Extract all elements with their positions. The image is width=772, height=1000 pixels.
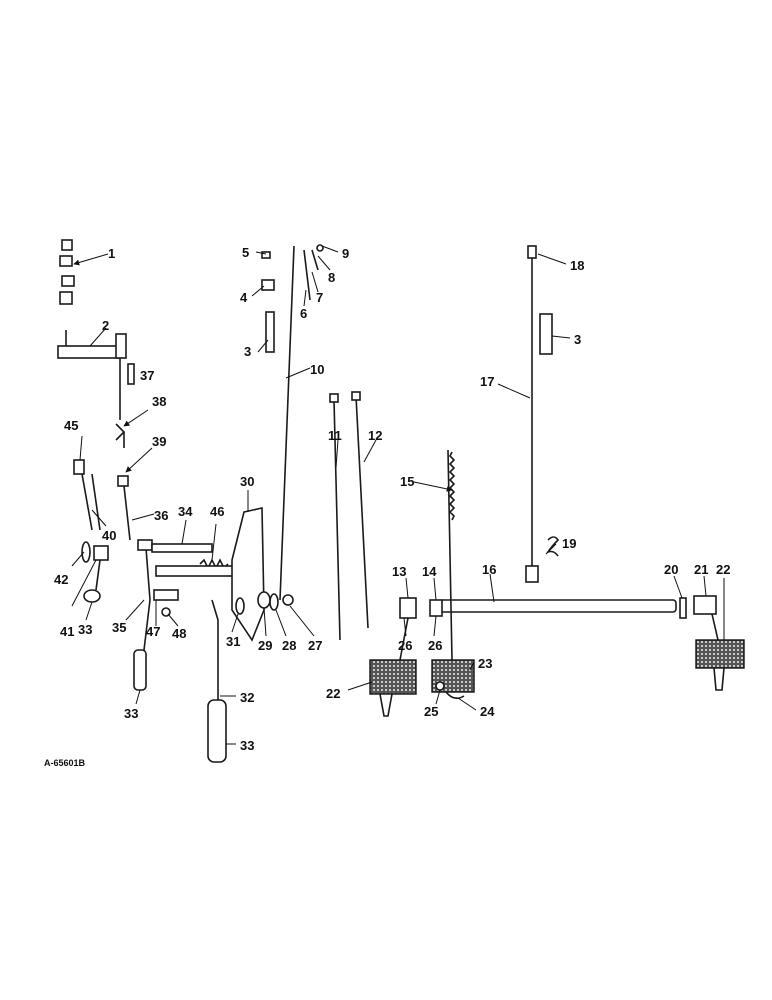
- part-12-rod: [351, 391, 369, 629]
- part-3-bracket-right: [539, 313, 553, 355]
- part-41-bracket: [93, 545, 109, 591]
- part-47-bar: [153, 565, 241, 601]
- callout-24: 24: [480, 704, 495, 719]
- callout-33-left: 33: [124, 706, 138, 721]
- part-20-key: [679, 597, 687, 619]
- part-6-7-8-9-fasteners: [303, 244, 324, 301]
- part-30-plate: [231, 507, 265, 642]
- callout-26-right: 26: [428, 638, 442, 653]
- part-11-rod: [329, 393, 341, 641]
- part-16-shaft: [439, 599, 677, 613]
- callout-4: 4: [240, 290, 248, 305]
- callout-20: 20: [664, 562, 678, 577]
- callout-33-center: 33: [240, 738, 254, 753]
- part-29-28-spring-pack: [257, 591, 279, 611]
- callout-28: 28: [282, 638, 296, 653]
- part-27-snap-ring: [282, 594, 294, 606]
- callout-22-left: 22: [326, 686, 340, 701]
- part-21-arm: [693, 595, 719, 641]
- part-15-spring: [448, 451, 456, 521]
- part-39-nut: [117, 475, 129, 487]
- part-34-rod: [151, 543, 213, 553]
- part-36-rod: [123, 485, 131, 541]
- callout-34: 34: [178, 504, 193, 519]
- callout-21: 21: [694, 562, 708, 577]
- part-32-lever: [211, 599, 219, 700]
- part-33-grip-small: [83, 589, 101, 603]
- part-40-link: [81, 473, 101, 531]
- callout-23: 23: [478, 656, 492, 671]
- part-17-rod: [525, 258, 539, 583]
- callout-40: 40: [102, 528, 116, 543]
- callout-45: 45: [64, 418, 78, 433]
- callout-46: 46: [210, 504, 224, 519]
- part-33-grip-center: [207, 699, 227, 763]
- leader-lines: [71, 245, 725, 745]
- callout-8: 8: [328, 270, 335, 285]
- callout-18: 18: [570, 258, 584, 273]
- callout-3-right: 3: [574, 332, 581, 347]
- callout-10: 10: [310, 362, 324, 377]
- callout-41: 41: [60, 624, 74, 639]
- part-3-bracket-center: [265, 311, 275, 353]
- callout-19: 19: [562, 536, 576, 551]
- callout-15: 15: [400, 474, 414, 489]
- callout-13: 13: [392, 564, 406, 579]
- callout-labels: 1 2 3 3 4 5 6 7 8 9 10 11 12 13 14 15 16…: [44, 245, 730, 768]
- part-18-pin: [527, 245, 537, 259]
- callout-47: 47: [146, 624, 160, 639]
- callout-11: 11: [328, 428, 342, 443]
- callout-6: 6: [300, 306, 307, 321]
- callout-30: 30: [240, 474, 254, 489]
- part-13-arm: [399, 597, 417, 661]
- callout-37: 37: [140, 368, 154, 383]
- part-2-lever: [57, 330, 127, 420]
- callout-48: 48: [172, 626, 186, 641]
- callout-12: 12: [368, 428, 382, 443]
- callout-36: 36: [154, 508, 168, 523]
- part-5-bolt: [261, 251, 271, 259]
- part-31-washer: [235, 597, 245, 615]
- callout-9: 9: [342, 246, 349, 261]
- callout-35: 35: [112, 620, 126, 635]
- part-42-washer: [81, 541, 91, 563]
- callout-31: 31: [226, 634, 240, 649]
- part-37-pin: [127, 363, 135, 385]
- callout-17: 17: [480, 374, 494, 389]
- callout-7: 7: [316, 290, 323, 305]
- callout-39: 39: [152, 434, 166, 449]
- part-19-spring: [546, 536, 560, 557]
- callout-5: 5: [242, 245, 249, 260]
- part-22-pedal-left: [369, 659, 417, 717]
- callout-42: 42: [54, 572, 68, 587]
- callout-27: 27: [308, 638, 322, 653]
- part-38-clevis: [115, 423, 126, 448]
- callout-2: 2: [102, 318, 109, 333]
- callout-1: 1: [108, 246, 115, 261]
- callout-32: 32: [240, 690, 254, 705]
- callout-29: 29: [258, 638, 272, 653]
- callout-14: 14: [422, 564, 437, 579]
- callout-26-left: 26: [398, 638, 412, 653]
- callout-33-left-small: 33: [78, 622, 92, 637]
- callout-16: 16: [482, 562, 496, 577]
- part-33-grip-left: [133, 649, 147, 691]
- part-14-arm: [429, 449, 453, 661]
- part-22-pedal-right: [695, 639, 745, 691]
- part-45-bolt: [73, 459, 85, 475]
- callout-22-right: 22: [716, 562, 730, 577]
- part-1-knob: [59, 239, 75, 305]
- part-10-rod: [279, 245, 295, 601]
- callout-3-center: 3: [244, 344, 251, 359]
- callout-38: 38: [152, 394, 166, 409]
- drawing-number: A-65601B: [44, 758, 86, 768]
- part-4-clip: [261, 279, 275, 291]
- callout-25: 25: [424, 704, 438, 719]
